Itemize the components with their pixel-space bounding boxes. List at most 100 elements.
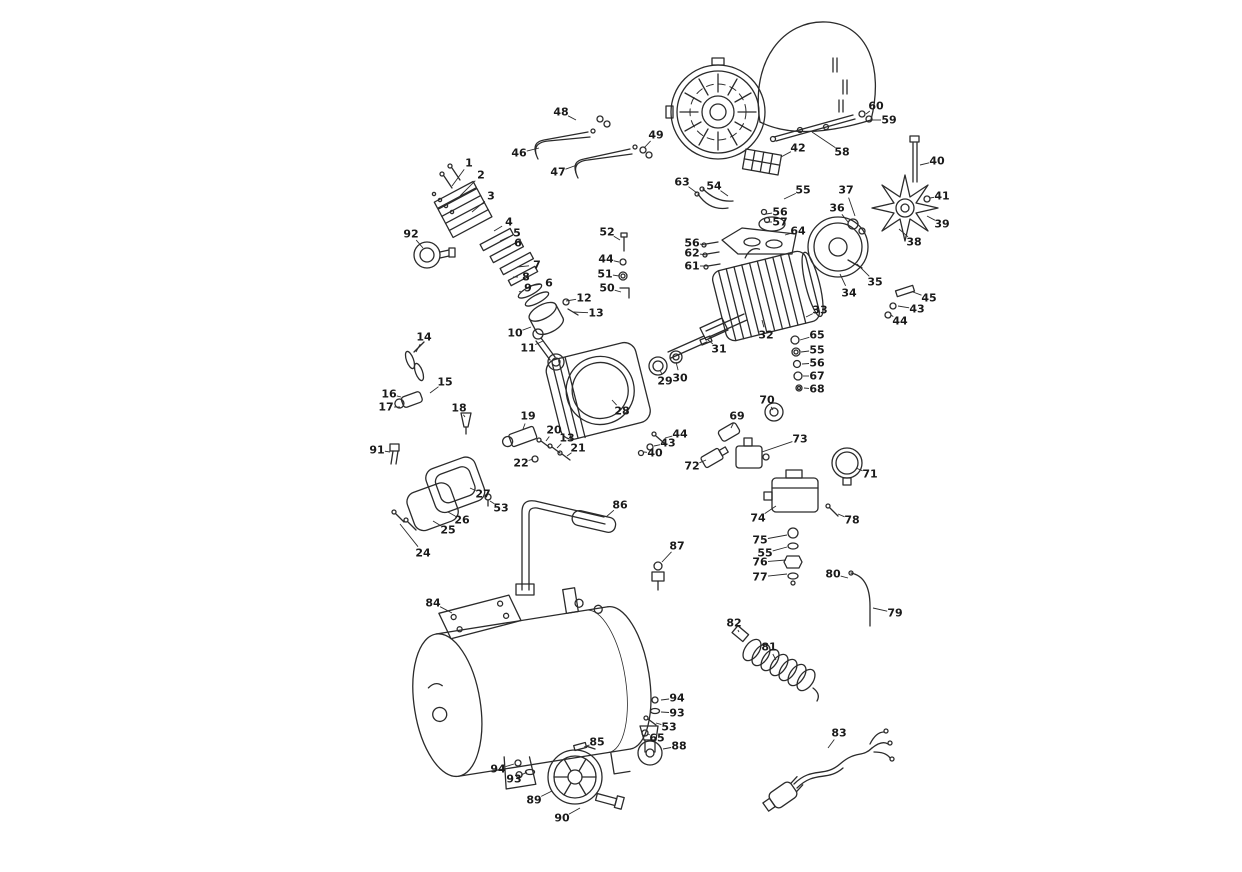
leader-line [522,423,526,430]
leader-line [737,629,740,633]
part-number-label: 76 [752,555,768,569]
part-number-label: 9 [524,281,532,295]
part-number-label: 31 [711,342,727,356]
part-number-label: 41 [934,189,950,203]
leader-line [761,441,793,453]
part-number-label: 3 [487,189,495,203]
leader-line [801,363,810,365]
part-number-label: 93 [506,772,522,786]
leader-line [522,326,532,331]
leader-line [545,436,550,442]
part-number-label: 93 [669,706,685,720]
leader-line [399,523,419,547]
leader-line [661,551,672,563]
fan-blade [871,135,939,242]
leader-line [518,290,521,293]
part-number-label: 80 [825,567,841,581]
capacitor-tray [721,208,797,255]
part-number-label: 17 [378,400,394,414]
part-number-label: 35 [867,275,883,289]
part-number-label: 87 [669,539,685,553]
leader-line [660,698,670,701]
leader-line-layer [384,110,936,815]
part-number-label: 27 [475,487,491,501]
part-number-label: 55 [795,183,811,197]
part-number-label: 21 [570,441,586,455]
pressure-gauge [831,447,863,486]
part-number-label: 88 [671,739,687,753]
tray-bolts [701,241,721,270]
part-number-label: 75 [752,533,768,547]
part-number-label: 48 [553,105,569,119]
drain-plug [514,741,596,776]
air-tank [412,587,652,790]
leader-line [872,607,888,612]
piston [528,301,565,336]
leader-line [688,186,698,194]
part-number-label: 13 [588,306,604,320]
leader-line [565,164,578,170]
leader-line [655,722,662,726]
leader-line [647,733,650,736]
leader-line [926,215,936,221]
part-number-label: 81 [761,640,777,654]
part-number-label: 39 [934,217,950,231]
part-number-label: 10 [507,326,523,340]
fan-cover-grille [665,57,766,160]
part-number-label: 40 [929,154,945,168]
part-number-label: 56 [772,205,788,219]
part-number-label: 94 [490,762,506,776]
leader-line [767,559,787,562]
part-number-label: 91 [369,443,385,457]
part-number-label: 78 [844,513,860,527]
part-number-label: 82 [726,616,742,630]
leader-line [432,520,442,527]
part-number-label: 20 [546,423,562,437]
terminal-plate [741,148,783,176]
leader-line [855,467,863,472]
leader-line [659,369,663,374]
connecting-rod [532,328,565,371]
part-number-label: 24 [415,546,431,560]
part-number-label: 34 [841,286,857,300]
leader-line [919,162,930,166]
leader-line [912,291,922,296]
air-filter [413,241,456,269]
leader-line [898,228,909,238]
part-number-label: 42 [790,141,806,155]
washer-column [790,335,803,392]
piston-rings [517,283,550,307]
leader-line [471,200,486,213]
crankshaft [648,313,748,376]
coiled-hose [731,625,819,702]
leader-line [583,744,590,748]
pressure-switch [763,469,839,586]
power-cord [762,728,895,812]
part-number-label: 22 [513,456,529,470]
part-number-label: 73 [792,432,808,446]
part-number-label: 40 [647,446,663,460]
leader-line [447,511,456,517]
part-number-label: 37 [838,183,854,197]
part-number-label: 4 [505,215,513,229]
leader-line [469,487,476,492]
part-number-label: 46 [511,146,527,160]
part-number-label: 11 [520,341,536,355]
part-number-label: 49 [648,128,664,142]
leader-line [501,245,511,251]
part-number-label: 71 [862,467,878,481]
leader-line [839,273,847,286]
part-number-label: 84 [425,596,441,610]
leader-line [516,265,530,268]
leader-line [772,653,777,661]
part-number-label: 57 [772,215,788,229]
part-number-label: 43 [660,436,676,450]
leader-line [929,196,935,199]
part-number-label: 44 [598,252,614,266]
leader-line [535,340,544,346]
part-number-label: 33 [812,303,828,317]
motor-stator [711,247,824,342]
part-number-label: 45 [921,291,937,305]
